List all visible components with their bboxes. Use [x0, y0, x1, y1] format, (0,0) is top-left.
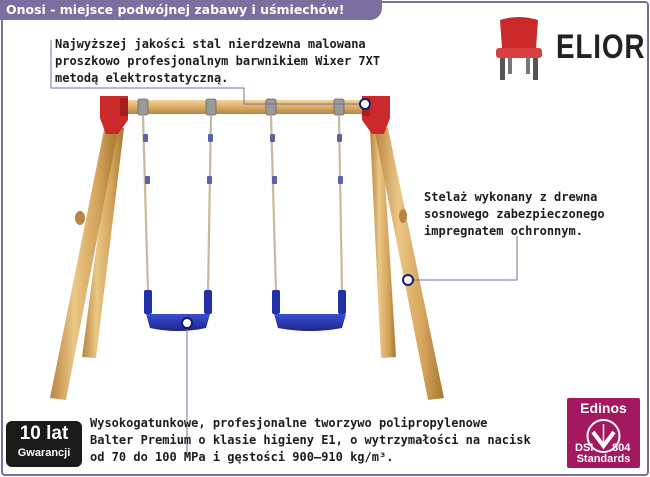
callout-steel-text: Najwyższej jakości stal nierdzewna malow… [55, 37, 381, 85]
swing-seat-right [272, 290, 346, 331]
left-leg-front [50, 130, 118, 400]
callout-plastic-text: Wysokogatunkowe, profesjonalne tworzywo … [90, 416, 531, 464]
page-title: Onosi - miejsce podwójnej zabawy i uśmie… [0, 0, 382, 20]
callout-line-plastic [181, 317, 193, 458]
right-leg-front [374, 128, 444, 400]
brand-logo: ELIOR [556, 28, 646, 66]
left-steel-bracket [100, 96, 128, 134]
rope-clips [143, 134, 343, 184]
left-leg-knot [75, 211, 85, 225]
swing-hook [137, 98, 345, 116]
right-leg-back [370, 130, 396, 358]
warranty-years: 10 lat [19, 423, 69, 444]
certificate-mark-right: 804 [612, 442, 631, 454]
callout-line-steel [50, 40, 371, 110]
chair-icon [496, 17, 542, 80]
swing-seat-left [144, 290, 212, 331]
left-leg-back [82, 128, 124, 358]
certificate-mark-icon: DSI 804 [575, 419, 631, 454]
warranty-badge: 10 lat Gwarancji [6, 421, 82, 467]
certificate-mark-left: DSI [575, 442, 593, 454]
right-leg-knot [399, 209, 407, 223]
swing-ropes [141, 114, 344, 293]
callout-line-wood [402, 236, 518, 286]
certificate-top-text: Edinos [580, 400, 627, 416]
callout-wood-text: Stelaż wykonany z drewna sosnowego zabez… [424, 190, 605, 238]
certificate-bottom-text: Standards [576, 453, 631, 465]
certificate-badge: Edinos DSI 804 Standards [567, 398, 640, 468]
warranty-label: Gwarancji [17, 447, 71, 459]
